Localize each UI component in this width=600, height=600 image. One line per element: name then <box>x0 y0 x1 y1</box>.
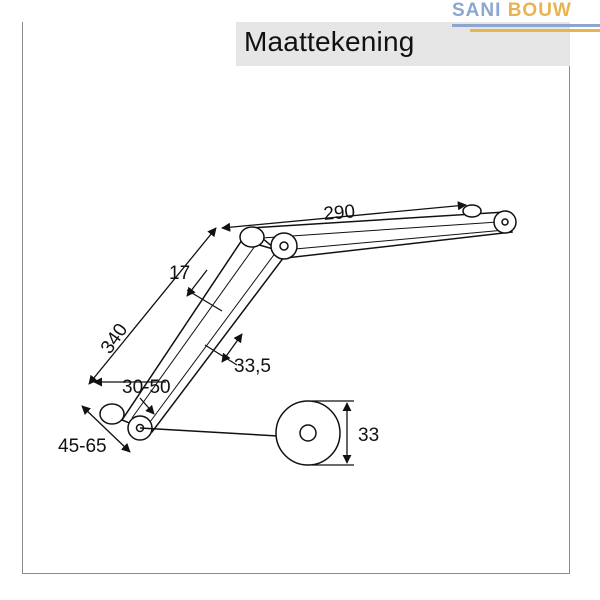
logo-part-sani: SANI <box>452 0 502 21</box>
lower-arm <box>120 239 289 433</box>
dim-label-33: 33 <box>358 425 379 446</box>
elbow-joint <box>239 226 298 260</box>
dim-label-45-65: 45-65 <box>58 436 107 457</box>
dim-30-50 <box>93 377 166 415</box>
dim-45-65 <box>81 405 131 453</box>
dim-33-5 <box>204 333 243 366</box>
logo-part-bouw: BOUW <box>507 0 572 21</box>
page-title: Maattekening <box>244 26 415 57</box>
dim-17 <box>186 269 223 312</box>
dim-label-33-5: 33,5 <box>234 356 271 377</box>
dim-label-17: 17 <box>169 263 190 284</box>
dim-33 <box>312 400 354 466</box>
drawing-frame <box>22 22 570 574</box>
dim-290 <box>221 201 467 232</box>
link-line <box>139 427 279 437</box>
dim-label-340: 340 <box>97 320 132 358</box>
logo-stripes <box>452 24 600 32</box>
dim-label-30-50: 30-50 <box>122 377 171 398</box>
brand-logo: SANI BOUW <box>452 0 572 22</box>
dim-label-290: 290 <box>323 201 356 225</box>
dim-340 <box>88 227 217 385</box>
wall-rosette <box>275 400 341 466</box>
